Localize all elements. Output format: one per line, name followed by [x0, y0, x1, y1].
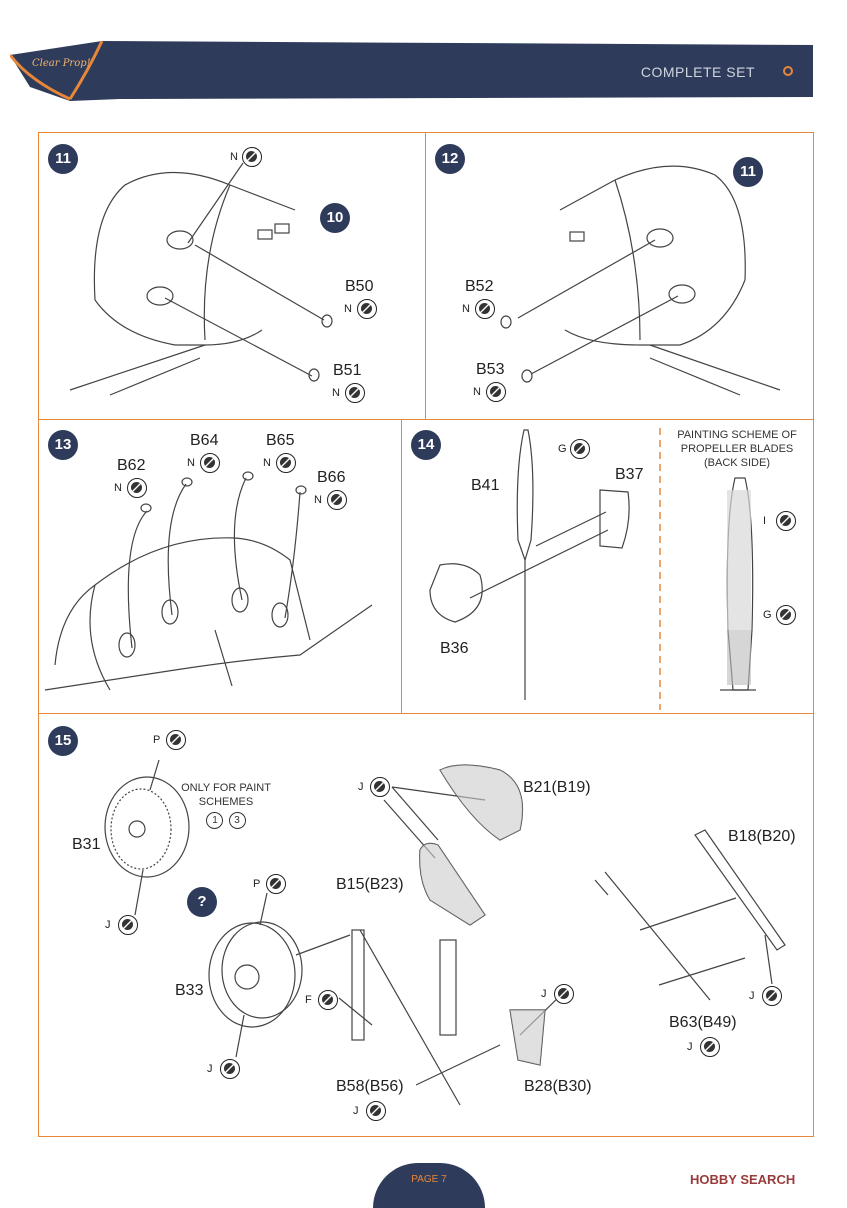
- part-label-b50: B50: [345, 278, 374, 295]
- paint-icon: [776, 605, 796, 625]
- step-number-12: 12: [435, 144, 465, 174]
- paint-code: J: [358, 781, 364, 793]
- scheme-title-line2: PROPELLER BLADES: [680, 443, 794, 455]
- note-line2: SCHEMES: [198, 796, 254, 808]
- part-label-b37: B37: [615, 466, 644, 483]
- step-number-14: 14: [411, 430, 441, 460]
- paint-icon: [700, 1037, 720, 1057]
- paint-icon: [166, 730, 186, 750]
- scheme-title-line1: PAINTING SCHEME OF: [677, 429, 797, 441]
- step-number-13: 13: [48, 430, 78, 460]
- paint-code: N: [473, 386, 481, 398]
- header-banner: [10, 41, 813, 101]
- paint-icon: [318, 990, 338, 1010]
- part-label-b36: B36: [440, 640, 469, 657]
- part-label-b58: B58(B56): [336, 1078, 404, 1095]
- part-label-b65: B65: [266, 432, 295, 449]
- paint-icon: [200, 453, 220, 473]
- part-label-b21: B21(B19): [523, 779, 591, 796]
- part-label-b52: B52: [465, 278, 494, 295]
- part-label-b31: B31: [72, 836, 101, 853]
- part-label-b15: B15(B23): [336, 876, 404, 893]
- scheme-number-3: 3: [228, 812, 246, 829]
- step-ref-11: 11: [733, 157, 763, 187]
- part-label-b33: B33: [175, 982, 204, 999]
- part-label-b53: B53: [476, 361, 505, 378]
- paint-icon: [327, 490, 347, 510]
- part-label-b62: B62: [117, 457, 146, 474]
- paint-code: G: [558, 443, 567, 455]
- question-badge: ?: [187, 887, 217, 917]
- paint-code: N: [230, 151, 238, 163]
- paint-icon: [762, 986, 782, 1006]
- paint-icon: [554, 984, 574, 1004]
- paint-icon: [242, 147, 262, 167]
- paint-icon: [276, 453, 296, 473]
- paint-icon: [366, 1101, 386, 1121]
- paint-code: J: [353, 1105, 359, 1117]
- paint-icon: [220, 1059, 240, 1079]
- paint-code: J: [105, 919, 111, 931]
- part-label-b63: B63(B49): [669, 1014, 737, 1031]
- step-ref-10: 10: [320, 203, 350, 233]
- paint-code: N: [314, 494, 322, 506]
- paint-code: N: [344, 303, 352, 315]
- paint-code: J: [687, 1041, 693, 1053]
- header-title: COMPLETE SET: [640, 64, 755, 80]
- paint-icon: [345, 383, 365, 403]
- part-label-b66: B66: [317, 469, 346, 486]
- paint-icon: [118, 915, 138, 935]
- paint-icon: [357, 299, 377, 319]
- paint-icon: [475, 299, 495, 319]
- paint-code: J: [541, 988, 547, 1000]
- paint-icon: [127, 478, 147, 498]
- paint-icon: [776, 511, 796, 531]
- step-15-panel: [38, 713, 814, 1137]
- part-label-b51: B51: [333, 362, 362, 379]
- step-number-15: 15: [48, 726, 78, 756]
- part-label-b41: B41: [471, 477, 500, 494]
- paint-icon: [370, 777, 390, 797]
- paint-icon: [486, 382, 506, 402]
- paint-code: J: [207, 1063, 213, 1075]
- paint-scheme-note: ONLY FOR PAINT SCHEMES 1 3: [176, 781, 276, 829]
- page-header: Clear Prop! COMPLETE SET: [10, 41, 813, 101]
- paint-code: N: [332, 387, 340, 399]
- scheme-title-line3: (BACK SIDE): [703, 457, 770, 469]
- paint-code: J: [749, 990, 755, 1002]
- paint-code: P: [153, 734, 161, 746]
- paint-icon: [570, 439, 590, 459]
- scheme-title: PAINTING SCHEME OF PROPELLER BLADES (BAC…: [667, 428, 807, 470]
- paint-code: F: [305, 994, 312, 1006]
- part-label-b18: B18(B20): [728, 828, 796, 845]
- note-line1: ONLY FOR PAINT: [181, 782, 271, 794]
- paint-icon: [266, 874, 286, 894]
- step-number-11: 11: [48, 144, 78, 174]
- paint-code: N: [114, 482, 122, 494]
- scheme-number-1: 1: [206, 812, 224, 829]
- part-label-b64: B64: [190, 432, 219, 449]
- watermark: HOBBY SEARCH: [690, 1172, 796, 1187]
- paint-code: N: [462, 303, 470, 315]
- paint-code: P: [253, 878, 261, 890]
- part-label-b28: B28(B30): [524, 1078, 592, 1095]
- circle-icon: [783, 66, 793, 76]
- paint-code: N: [187, 457, 195, 469]
- paint-code: I: [763, 515, 767, 527]
- paint-code: N: [263, 457, 271, 469]
- paint-code: G: [763, 609, 772, 621]
- page-number: PAGE 7: [411, 1174, 447, 1185]
- brand-logo: Clear Prop!: [32, 58, 91, 69]
